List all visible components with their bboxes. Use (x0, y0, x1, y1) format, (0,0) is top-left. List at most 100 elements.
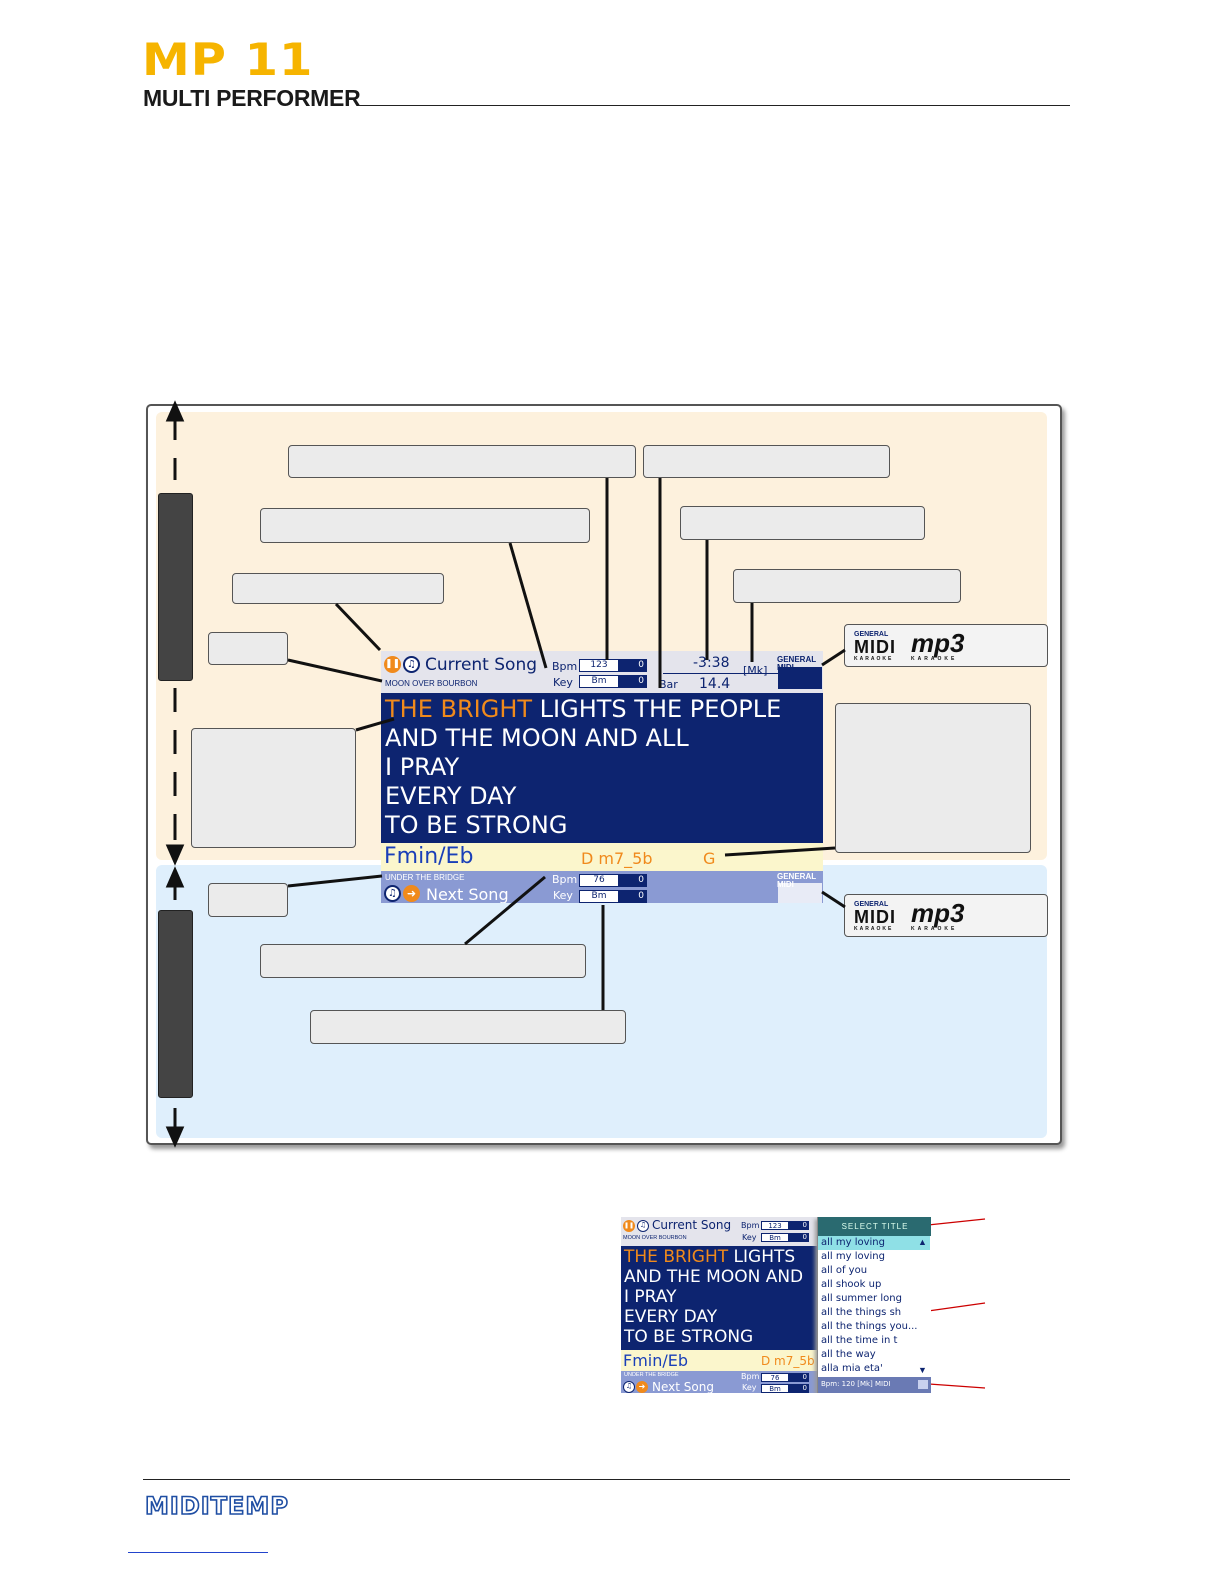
key-offset[interactable]: 0 (619, 675, 647, 688)
next-song-label: Next Song (426, 885, 509, 903)
next-song-bar: UNDER THE BRIDGE ♫ ➜ Next Song Bpm 76 0 … (381, 871, 823, 903)
midi-karaoke-label: KARAOKE (854, 656, 894, 662)
chord-bar: Fmin/Eb D m7_5b (621, 1350, 817, 1371)
title-list-item[interactable]: all the time in t (821, 1335, 898, 1346)
key-offset[interactable]: 0 (789, 1233, 809, 1242)
chord-bar: Fmin/Eb D m7_5b G (381, 843, 823, 871)
callout-next-song-icons (208, 883, 288, 917)
bpm-label: Bpm (741, 1221, 760, 1230)
callout-marker (733, 569, 961, 603)
scroll-up-icon[interactable]: ▲ (918, 1237, 927, 1247)
next-bpm-offset[interactable]: 0 (619, 874, 647, 887)
title-list-item[interactable]: all my loving (821, 1251, 885, 1262)
next-bpm-offset[interactable]: 0 (789, 1373, 809, 1382)
music-note-icon: ♫ (623, 1381, 635, 1393)
callout-bpm (288, 445, 636, 478)
callout-chords (835, 703, 1031, 853)
next-key-label: Key (742, 1383, 757, 1392)
next-key-offset[interactable]: 0 (619, 890, 647, 903)
callout-next-bpm (260, 944, 586, 978)
current-song-label: Current Song (425, 655, 538, 675)
mp11-logo: MP 11 (142, 34, 314, 86)
music-note-icon: ♫ (637, 1220, 649, 1232)
title-list-item[interactable]: all the way (821, 1349, 876, 1360)
scroll-down-icon[interactable]: ▼ (918, 1365, 927, 1375)
following-chord: G (703, 849, 716, 868)
title-list-item[interactable]: all the things sh (821, 1307, 902, 1318)
bpm-label: Bpm (552, 660, 578, 673)
next-bpm-label: Bpm (741, 1372, 760, 1381)
bpm-offset[interactable]: 0 (789, 1221, 809, 1230)
lyrics-line-1-rest: LIGHTS THE PEOPLE (532, 695, 782, 723)
pause-icon[interactable]: ❚❚ (384, 656, 401, 673)
mp3-logo: mp3 (911, 898, 965, 928)
next-arrow-icon[interactable]: ➜ (403, 885, 420, 902)
callout-lyrics (191, 728, 356, 848)
mp3-karaoke-label: KARAOKE (911, 656, 958, 662)
gm-label: GENERAL (854, 901, 889, 908)
key-value[interactable]: Bm (761, 1233, 789, 1242)
lyrics-line-5: TO BE STRONG (624, 1327, 754, 1347)
midi-logo: MIDI (854, 637, 896, 657)
next-bpm-value[interactable]: 76 (579, 874, 619, 887)
next-song-name: UNDER THE BRIDGE (624, 1372, 679, 1378)
format-legend-next: GENERAL MIDI KARAOKE mp3 KARAOKE (844, 894, 1048, 937)
format-legend-current: GENERAL MIDI KARAOKE mp3 KARAOKE (844, 624, 1048, 667)
bpm-value[interactable]: 123 (761, 1221, 789, 1230)
performer-screen: ❚❚ ♫ Current Song MOON OVER BOURBON Bpm … (381, 651, 823, 903)
next-key-offset[interactable]: 0 (789, 1384, 809, 1393)
midi-karaoke-label: KARAOKE (854, 926, 894, 932)
current-chord: Fmin/Eb (384, 844, 474, 869)
next-bpm-value[interactable]: 76 (761, 1373, 789, 1382)
pause-icon[interactable]: ❚❚ (623, 1220, 635, 1232)
miditemp-logo: MIDITEMP (144, 1491, 289, 1521)
title-list-item[interactable]: all shook up (821, 1279, 882, 1290)
next-key-value[interactable]: Bm (761, 1384, 789, 1393)
time-remaining: -3:38 (693, 655, 730, 671)
title-list-item[interactable]: all summer long (821, 1293, 902, 1304)
title-list-item[interactable]: alla mia eta' (821, 1363, 883, 1374)
next-arrow-icon[interactable]: ➜ (636, 1381, 648, 1393)
next-song-name: UNDER THE BRIDGE (385, 873, 465, 882)
lyrics-line-2: AND THE MOON AND ALL (385, 724, 689, 752)
key-value[interactable]: Bm (579, 675, 619, 688)
lyrics-line-1: THE BRIGHT LIGHTS THE PEOPLE (385, 695, 781, 723)
lyrics-current-word: THE BRIGHT (385, 695, 533, 723)
select-title-screen: ❚❚ ♫ Current Song MOON OVER BOURBON Bpm … (621, 1217, 931, 1393)
current-song-side-label (158, 493, 193, 681)
lyrics-line-1: THE BRIGHT LIGHTS (624, 1247, 795, 1267)
lyrics-current-word: THE BRIGHT (624, 1247, 729, 1267)
current-chord: Fmin/Eb (623, 1351, 689, 1370)
callout-bar (643, 445, 890, 478)
callout-status-icons (208, 632, 288, 665)
next-chord: D m7_5b (581, 849, 653, 868)
footer-link-underline[interactable] (128, 1552, 268, 1553)
bar-value: 14.4 (699, 676, 731, 692)
title-list-item[interactable]: all the things you... (821, 1321, 918, 1332)
next-song-label: Next Song (652, 1380, 714, 1393)
select-title-header: SELECT TITLE (818, 1217, 931, 1236)
next-key-value[interactable]: Bm (579, 890, 619, 903)
mp3-karaoke-label: KARAOKE (911, 926, 958, 932)
midi-badge-icon (778, 667, 822, 689)
bpm-value[interactable]: 123 (579, 659, 619, 672)
lyrics-line-3: I PRAY (624, 1287, 677, 1307)
title-list-item[interactable]: all my loving (818, 1236, 930, 1250)
gm-label: GENERAL (854, 631, 889, 638)
music-note-icon: ♫ (403, 656, 420, 673)
next-midi-badge-icon (778, 883, 822, 903)
lyrics-panel: THE BRIGHT LIGHTS THE PEOPLE AND THE MOO… (381, 693, 823, 843)
title-list-item[interactable]: all of you (821, 1265, 868, 1276)
lyrics-line-1-rest: LIGHTS (728, 1247, 796, 1267)
mp3-logo: mp3 (911, 628, 965, 658)
multi-performer-logo: MULTI PERFORMER (143, 85, 361, 111)
next-key-label: Key (553, 889, 573, 902)
key-label: Key (742, 1233, 757, 1242)
bpm-offset[interactable]: 0 (619, 659, 647, 672)
key-label: Key (553, 676, 573, 689)
next-song-bar: UNDER THE BRIDGE ♫ ➜ Next Song Bpm 76 0 … (621, 1371, 817, 1393)
lyrics-line-2: AND THE MOON AND (624, 1267, 804, 1287)
